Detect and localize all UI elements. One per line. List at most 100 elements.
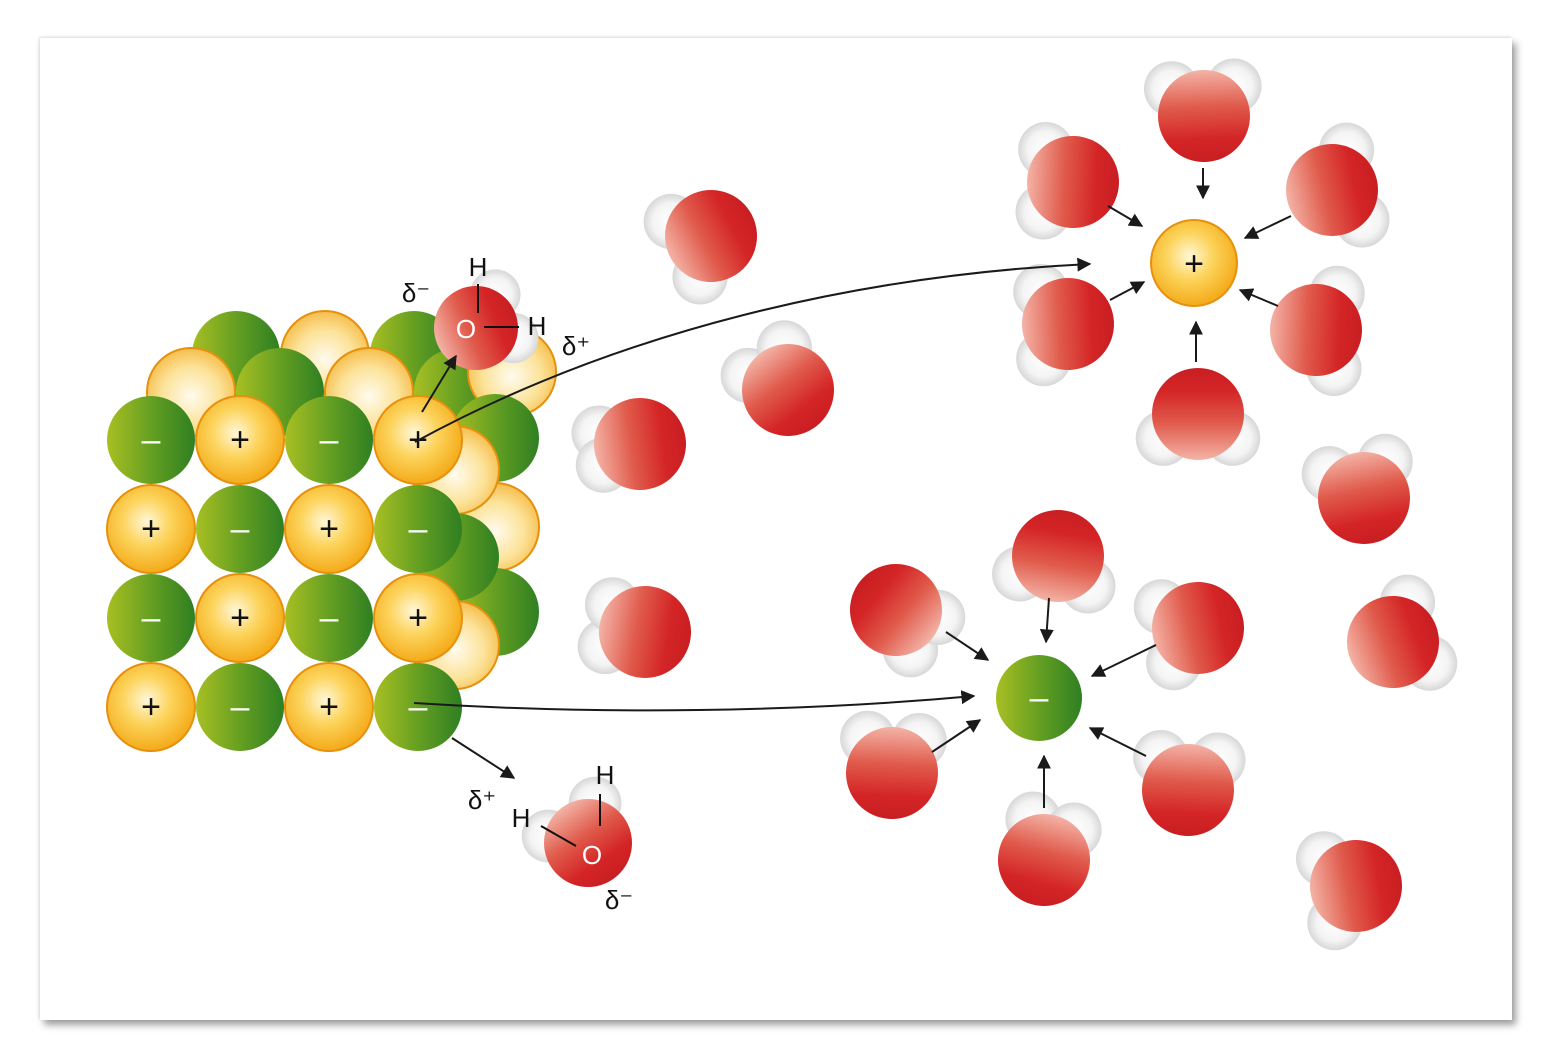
lattice-anion (107, 396, 195, 484)
water-molecule-anion-shell (992, 510, 1116, 614)
anion-minus-sign: – (1030, 679, 1049, 717)
anion-minus-sign: – (409, 510, 428, 548)
oxygen-atom (1027, 136, 1119, 228)
water-top-hydrogen-label: H (469, 252, 488, 282)
cation-plus-sign: + (141, 510, 161, 548)
water-molecule-anion-shell (1133, 579, 1244, 691)
arrow-to-anion (931, 719, 982, 753)
oxygen-atom (1022, 278, 1114, 370)
oxygen-atom (599, 586, 691, 678)
cation-plus-sign: + (408, 599, 428, 637)
water-molecule-cation-shell (1286, 122, 1390, 248)
oxygen-atom (594, 398, 686, 490)
lattice-cation (284, 484, 374, 574)
cation-plus-sign: + (141, 688, 161, 726)
hydrated-anion: – (996, 655, 1082, 741)
labels-layer: H H O δ⁻ δ⁺ H H O δ⁺ δ⁻ (402, 252, 633, 915)
arrow-to-anion (1039, 597, 1054, 644)
anion-minus-sign: – (142, 599, 161, 637)
arrow-cation-to-solution (414, 257, 1092, 443)
lattice-anion (374, 663, 462, 751)
arrow-to-anion (945, 631, 990, 661)
oxygen-atom (742, 344, 834, 436)
arrow-to-cation (1238, 288, 1279, 307)
oxygen-atom (845, 727, 938, 819)
lattice-cation (373, 573, 463, 663)
water-molecules-layer: +– (434, 58, 1458, 951)
arrow-to-cation (1243, 215, 1292, 239)
oxygen-atom (998, 814, 1090, 906)
water-molecule-cation-shell (1143, 58, 1262, 162)
bond-line (540, 825, 577, 847)
water-molecule-top-labeled (434, 269, 539, 370)
arrow-to-cation (1107, 205, 1144, 227)
oxygen-atom (1152, 582, 1244, 674)
water-molecule (577, 577, 691, 678)
water-molecule (1295, 831, 1402, 951)
cation-plus-sign: + (1184, 245, 1204, 283)
lattice-anion (196, 663, 284, 751)
water-molecule (571, 398, 686, 493)
arrow-to-anion (1090, 644, 1157, 677)
water-molecule (1301, 433, 1413, 544)
ionic-crystal-lattice: –+–++–+––+–++–+– (106, 310, 557, 752)
arrow-anion-to-solution (413, 690, 976, 712)
oxygen-atom (1286, 143, 1378, 236)
lattice-anion (374, 485, 462, 573)
oxygen-atom (1310, 840, 1402, 932)
water-molecule-anion-shell (840, 710, 947, 819)
lattice-anion (196, 485, 284, 573)
lattice-cation (106, 662, 196, 752)
lattice-anion (285, 396, 373, 484)
water-molecule-anion-shell (998, 791, 1102, 906)
water-molecule-cation-shell (1015, 121, 1119, 240)
cation (1150, 219, 1238, 307)
lattice-anion (107, 574, 195, 662)
water-molecule (1347, 574, 1458, 691)
water-bottom-oxygen-label: O (582, 840, 602, 870)
oxygen-atom (1142, 744, 1234, 836)
water-top-delta-plus: δ⁺ (562, 331, 590, 361)
anion-minus-sign: – (320, 421, 339, 459)
lattice-cation (195, 573, 285, 663)
oxygen-atom (1158, 70, 1250, 162)
arrow-to-cation (1109, 281, 1146, 301)
oxygen-atom (1347, 596, 1439, 688)
water-molecule (643, 190, 757, 305)
water-molecule-anion-shell (1133, 729, 1246, 836)
anion (996, 655, 1082, 741)
water-molecule-cation-shell (1135, 368, 1261, 466)
water-bottom-delta-minus: δ⁻ (605, 885, 633, 915)
oxygen-atom (850, 564, 942, 656)
cation-plus-sign: + (319, 688, 339, 726)
anion-minus-sign: – (320, 599, 339, 637)
oxygen-atom (544, 799, 632, 887)
anion-minus-sign: – (409, 688, 428, 726)
oxygen-atom (1152, 368, 1244, 460)
lattice-cation (284, 662, 374, 752)
lattice-cation (195, 395, 285, 485)
arrows-layer (413, 168, 1292, 808)
water-bottom-hydrogen2-label: H (512, 803, 531, 833)
water-molecule (720, 320, 834, 436)
anion-minus-sign: – (142, 421, 161, 459)
anion-minus-sign: – (231, 688, 250, 726)
lattice-cation (106, 484, 196, 574)
anion-minus-sign: – (231, 510, 250, 548)
water-molecule-anion-shell (850, 564, 966, 678)
arrow-to-anion (1088, 727, 1147, 757)
arrow-water-attraction-top (421, 354, 457, 413)
water-top-delta-minus: δ⁻ (402, 278, 430, 308)
water-molecule-cation-shell (1013, 263, 1114, 387)
cation-plus-sign: + (230, 599, 250, 637)
cation-plus-sign: + (230, 421, 250, 459)
oxygen-atom (434, 286, 518, 370)
water-top-hydrogen2-label: H (528, 311, 547, 341)
water-molecule-bottom-labeled (521, 776, 632, 887)
water-bottom-delta-plus: δ⁺ (468, 785, 496, 815)
oxygen-atom (1318, 452, 1410, 544)
water-molecule-cation-shell (1270, 265, 1365, 396)
oxygen-atom (1270, 284, 1362, 376)
hydrated-cation: + (1150, 219, 1238, 307)
